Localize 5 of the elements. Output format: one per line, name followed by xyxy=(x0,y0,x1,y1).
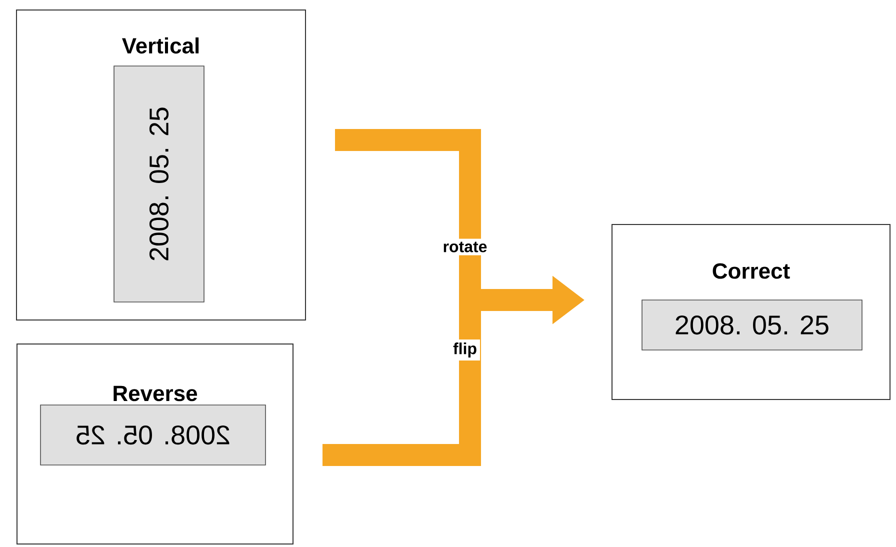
date-display: 2008. 05. 25 xyxy=(114,66,204,302)
date-display: 2008. 05. 25 xyxy=(642,300,862,350)
edge-label: rotate xyxy=(444,242,487,252)
date-display: 2008. 05. 25 xyxy=(40,404,266,466)
edge-label: flip xyxy=(453,342,476,358)
